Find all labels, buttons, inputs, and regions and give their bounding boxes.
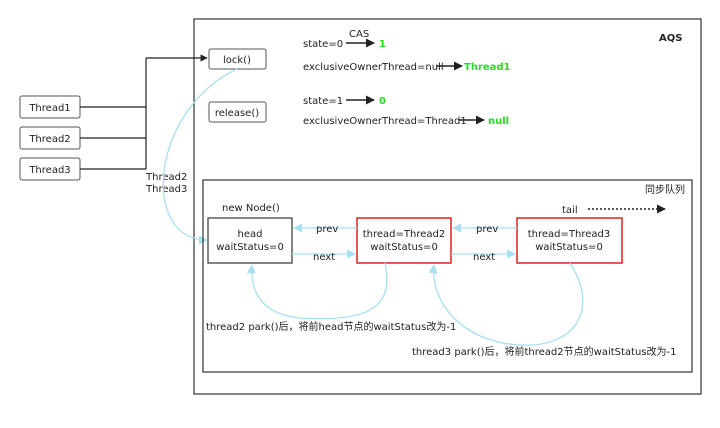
aqs-title: AQS: [659, 33, 682, 44]
head-node-box: [207, 217, 293, 264]
lock-to-head-curve: [162, 68, 238, 245]
release-owner-value: null: [488, 116, 509, 127]
next-label-2: next: [473, 252, 495, 263]
lock-state-expr: state=0: [303, 39, 343, 50]
sync-queue-title: 同步队列: [645, 183, 685, 196]
thread2-park-note: thread2 park()后，将前head节点的waitStatus改为-1: [206, 320, 456, 333]
release-method-label: release(): [215, 108, 259, 119]
thread2-label: Thread2: [28, 134, 70, 145]
thread2-park-curve: [246, 262, 388, 320]
lock-state-value: 1: [379, 39, 386, 50]
head-node-line2: waitStatus=0: [216, 242, 284, 253]
sync-queue-container: [202, 179, 693, 373]
release-state-expr: state=1: [303, 96, 343, 107]
thread3-park-note: thread3 park()后，将前thread2节点的waitStatus改为…: [412, 345, 676, 358]
next-label-1: next: [313, 252, 335, 263]
aqs-container: [193, 18, 702, 395]
new-node-label: new Node(): [222, 203, 280, 214]
cas-label: CAS: [349, 29, 369, 40]
lock-owner-value: Thread1: [464, 62, 511, 73]
release-method-box: [208, 101, 267, 123]
release-state-value: 0: [379, 96, 386, 107]
thread3-node-line2: waitStatus=0: [535, 242, 603, 253]
release-owner-expr: exclusiveOwnerThread=Thread1: [303, 116, 467, 127]
tail-label: tail: [562, 205, 578, 216]
thread3-node-box: [516, 217, 623, 264]
lock-owner-expr: exclusiveOwnerThread=null: [303, 62, 444, 73]
thread2-node-line1: thread=Thread2: [363, 229, 446, 240]
waiting-thread3-label: Thread3: [145, 184, 187, 195]
thread-connectors: [80, 54, 208, 170]
thread1-label: Thread1: [28, 103, 70, 114]
prev-label-2: prev: [476, 224, 498, 235]
thread2-node-line2: waitStatus=0: [370, 242, 438, 253]
waiting-thread2-label: Thread2: [145, 172, 187, 183]
head-node-line1: head: [238, 229, 263, 240]
lock-method-box: [208, 48, 267, 70]
prev-label-1: prev: [316, 224, 338, 235]
thread2-node-box: [356, 217, 452, 264]
lock-method-label: lock(): [223, 55, 251, 66]
thread3-label: Thread3: [28, 165, 70, 176]
thread3-node-line1: thread=Thread3: [528, 229, 611, 240]
thread3-park-curve: [428, 262, 584, 346]
